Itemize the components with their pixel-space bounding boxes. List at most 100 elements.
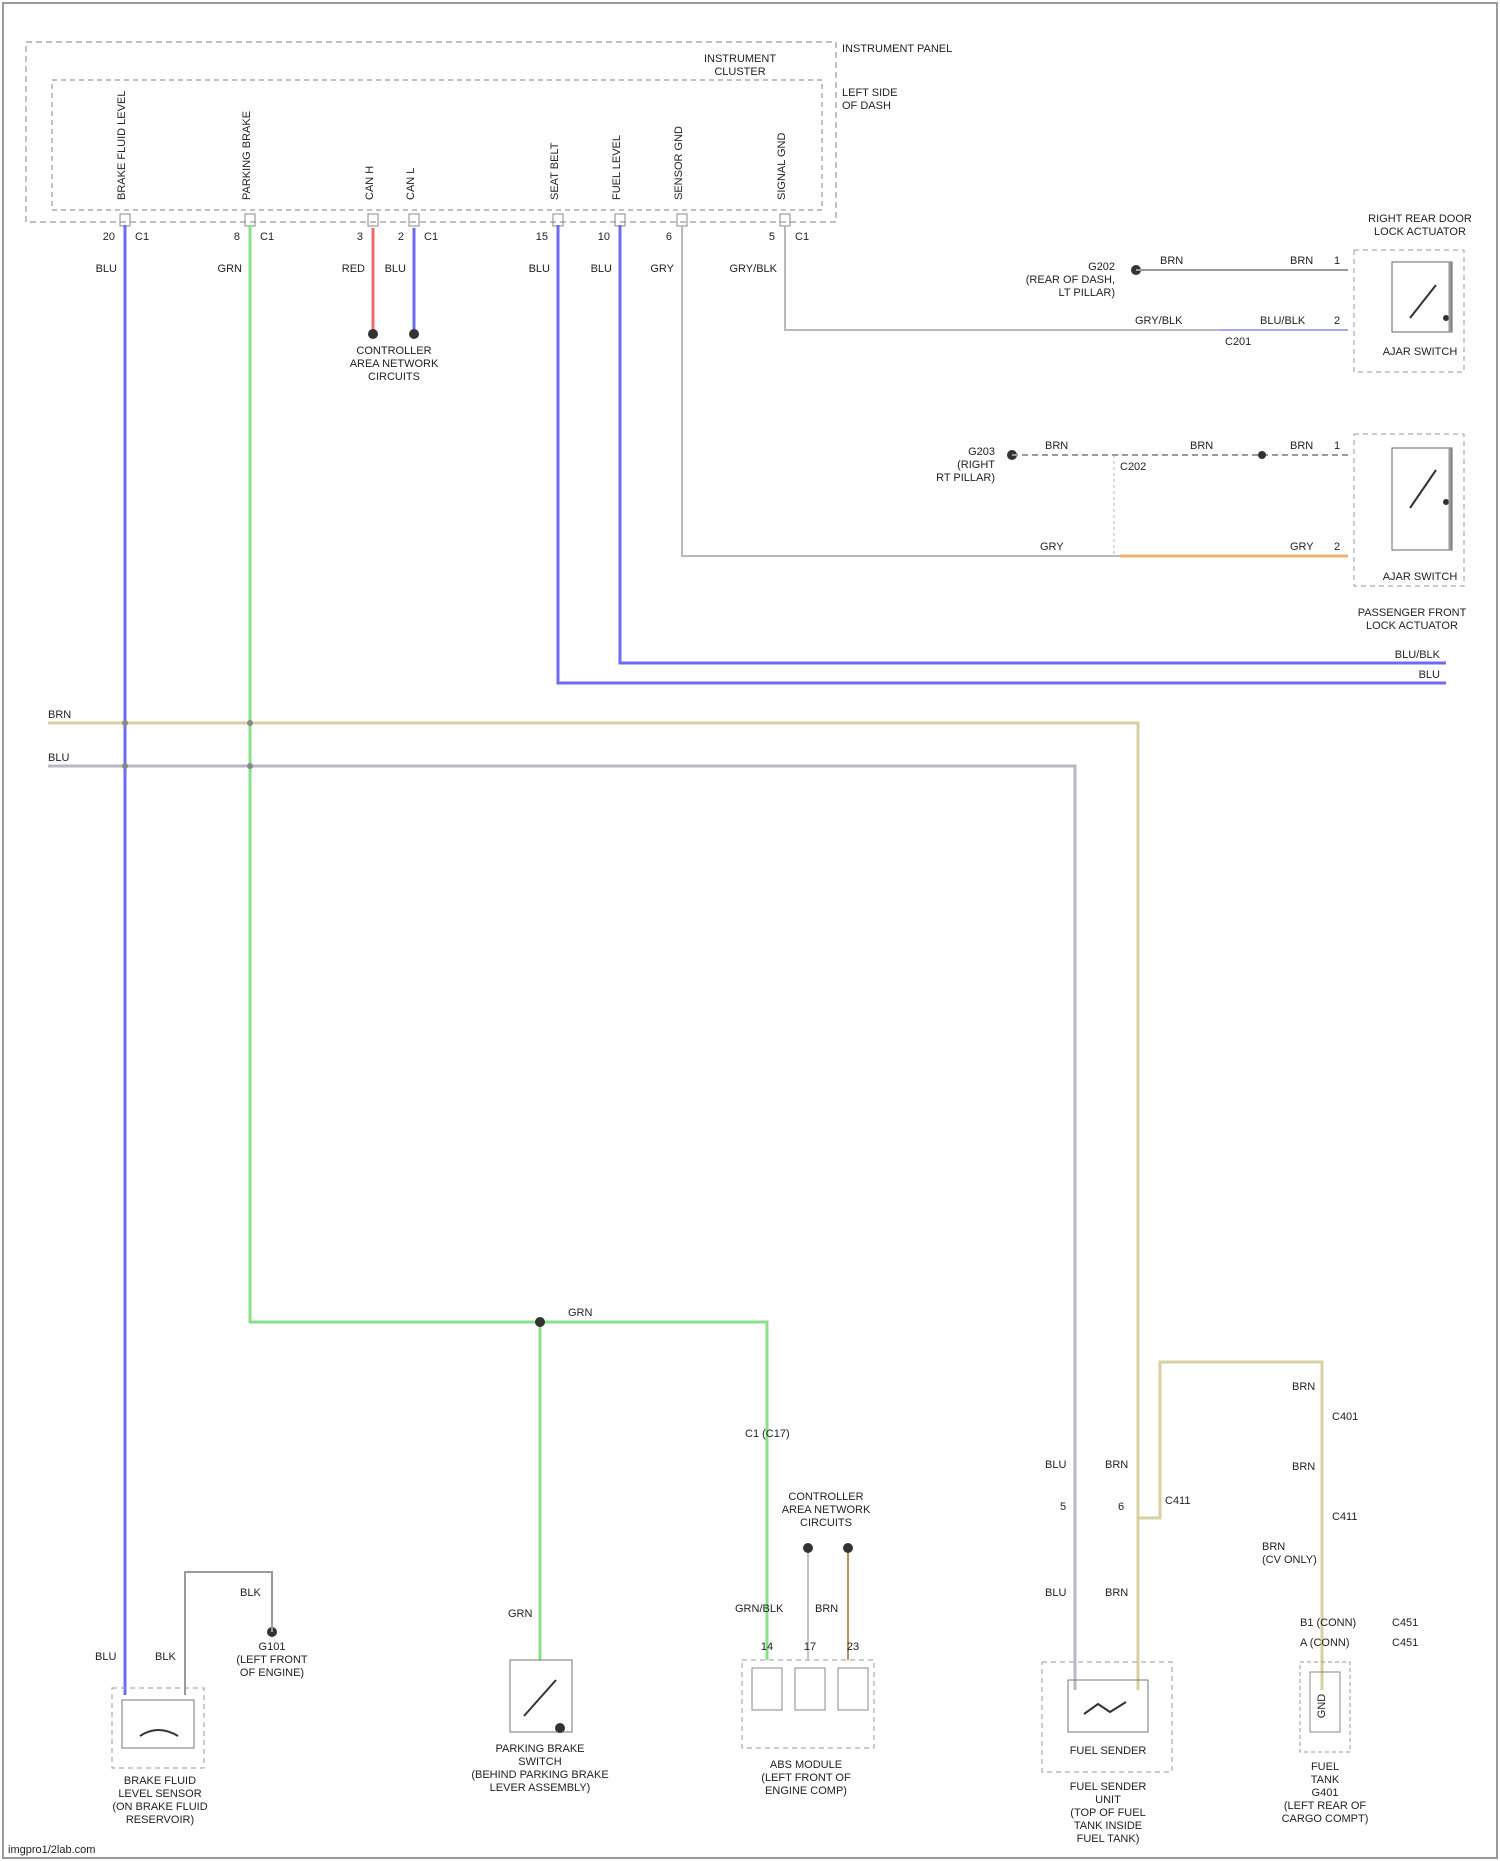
right-rear-door-actuator: RIGHT REAR DOORLOCK ACTUATOR AJAR SWITCH… xyxy=(1026,213,1472,372)
pin-wire-color: GRY xyxy=(650,263,674,275)
text-line: (ON BRAKE FLUID xyxy=(112,1801,207,1813)
text-line: TANK xyxy=(1311,1774,1340,1786)
text-line: CIRCUITS xyxy=(368,371,420,383)
text-line: ENGINE COMP) xyxy=(765,1785,847,1797)
ft-row-tag-2: C451 xyxy=(1392,1637,1418,1649)
text-line: RIGHT REAR DOOR xyxy=(1368,213,1472,225)
text-line: (LEFT REAR OF xyxy=(1284,1800,1367,1812)
pin-name: CAN H xyxy=(364,166,376,200)
pb-junction: GRN xyxy=(568,1307,593,1319)
text-line: LEFT SIDE xyxy=(842,87,897,99)
fs-lower-left: BLU xyxy=(1045,1587,1066,1599)
fs-pin-5: 5 xyxy=(1060,1501,1066,1513)
pf-switch-label: AJAR SWITCH xyxy=(1383,571,1458,583)
abs-conn: C1 (C17) xyxy=(745,1428,790,1440)
page-border xyxy=(3,3,1497,1858)
pf-wire1: BRN xyxy=(1045,440,1068,452)
text-line: AREA NETWORK xyxy=(350,358,439,370)
pin-marker xyxy=(409,214,419,226)
rr-pin1: 1 xyxy=(1334,255,1340,267)
text-line: (RIGHT xyxy=(957,459,995,471)
text-line: BRAKE FLUID xyxy=(124,1775,196,1787)
text-line: LEVER ASSEMBLY) xyxy=(490,1782,591,1794)
pb-wire: GRN xyxy=(508,1608,533,1620)
text-line: CLUSTER xyxy=(714,66,765,78)
pin-marker xyxy=(553,214,563,226)
pf-pin2: 2 xyxy=(1334,541,1340,553)
text-line: G202 xyxy=(1088,261,1115,273)
rr-wire1b: BRN xyxy=(1290,255,1313,267)
text-line: (TOP OF FUEL xyxy=(1070,1807,1145,1819)
pf-wire2b: GRY xyxy=(1290,541,1314,553)
rr-door-switch-label: AJAR SWITCH xyxy=(1383,346,1458,358)
pin-name: CAN L xyxy=(405,168,417,200)
ft-row-1: B1 (CONN) xyxy=(1300,1617,1356,1629)
text-line: FUEL SENDER xyxy=(1070,1781,1147,1793)
pin-name: FUEL LEVEL xyxy=(611,135,623,200)
text-line: G203 xyxy=(968,446,995,458)
pin-code: 5 xyxy=(769,231,775,243)
text-line: (LEFT FRONT OF xyxy=(761,1772,851,1784)
pin-code: 8 xyxy=(234,231,240,243)
text-line: ABS MODULE xyxy=(770,1759,842,1771)
text-line: OF DASH xyxy=(842,100,891,112)
pf-wire1c: BRN xyxy=(1290,440,1313,452)
fs-pin-6: 6 xyxy=(1118,1501,1124,1513)
ft-row-tag-1: C451 xyxy=(1392,1617,1418,1629)
text-line: (LEFT FRONT xyxy=(236,1654,308,1666)
pin-wire-color: GRY/BLK xyxy=(730,263,778,275)
pin-wire-color: RED xyxy=(342,263,365,275)
text-line: SWITCH xyxy=(518,1756,561,1768)
pf-wire1b: BRN xyxy=(1190,440,1213,452)
pf-ground-label: G203(RIGHTRT PILLAR) xyxy=(936,446,995,484)
wire-green-parking xyxy=(250,225,767,1660)
wire-grey-bus xyxy=(48,766,1075,1690)
pin-marker xyxy=(615,214,625,226)
text-line: (CV ONLY) xyxy=(1262,1554,1317,1566)
abs-title: ABS MODULE(LEFT FRONT OFENGINE COMP) xyxy=(761,1759,851,1797)
rr-wire-mid: BLU/BLK xyxy=(1260,315,1306,327)
instrument-cluster-frame xyxy=(52,80,822,210)
pin-marker xyxy=(368,214,378,226)
text-line: G401 xyxy=(1312,1787,1339,1799)
pin-wire-color: BLU xyxy=(591,263,612,275)
pin-name: PARKING BRAKE xyxy=(241,111,253,200)
text-line: CONTROLLER xyxy=(788,1491,863,1503)
pin-conn: C1 xyxy=(424,231,438,243)
wire-blue-fuel xyxy=(620,225,1446,663)
text-line: UNIT xyxy=(1095,1794,1121,1806)
text-line: RT PILLAR) xyxy=(936,472,995,484)
abs-wire2: BRN xyxy=(815,1603,838,1615)
rr-wire1: BRN xyxy=(1160,255,1183,267)
pin-name: SENSOR GND xyxy=(673,126,685,200)
text-line: OF ENGINE) xyxy=(240,1667,304,1679)
text-line: AREA NETWORK xyxy=(782,1504,871,1516)
pin-code: 10 xyxy=(598,231,610,243)
text-line: PASSENGER FRONT xyxy=(1358,607,1467,619)
pin-code: 20 xyxy=(103,231,115,243)
cluster-pin: BRAKE FLUID LEVEL20C1BLU xyxy=(96,91,149,275)
text-line: (BEHIND PARKING BRAKE xyxy=(471,1769,608,1781)
pin-code: 2 xyxy=(398,231,404,243)
bus-right-label-1: BLU/BLK xyxy=(1395,649,1441,661)
text-line: PARKING BRAKE xyxy=(495,1743,584,1755)
bus-second-wire-label: BLU xyxy=(48,752,69,764)
text-line: LOCK ACTUATOR xyxy=(1374,226,1466,238)
text-line: FUEL xyxy=(1311,1761,1339,1773)
text-line: LEVEL SENSOR xyxy=(118,1788,201,1800)
pin-marker xyxy=(120,214,130,226)
text-line: INSTRUMENT PANEL xyxy=(842,43,952,55)
pin-conn: C1 xyxy=(135,231,149,243)
rr-wire2: GRY/BLK xyxy=(1135,315,1183,327)
